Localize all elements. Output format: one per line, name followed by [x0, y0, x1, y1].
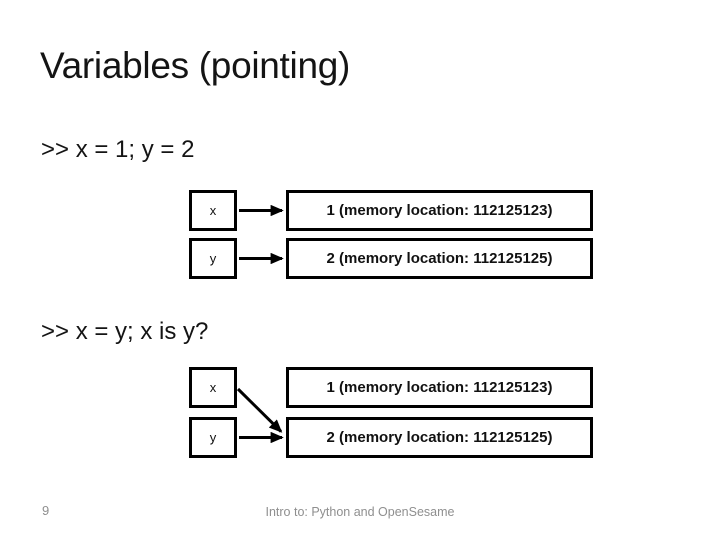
diagram2-value-label-1: 1 (memory location: 112125123) [326, 379, 553, 396]
diagram1-variable-box-x: x [189, 190, 237, 231]
diagram2-variable-label-x: x [209, 380, 217, 395]
diagram1-value-box-1: 1 (memory location: 112125123) [286, 190, 593, 231]
page-number: 9 [42, 503, 50, 518]
diagram2-variable-box-y: y [189, 417, 237, 458]
footer-text: Intro to: Python and OpenSesame [265, 505, 455, 519]
diagram2-variable-box-x: x [189, 367, 237, 408]
diagram2-value-label-2: 2 (memory location: 112125125) [326, 429, 553, 446]
diagram2-value-box-2: 2 (memory location: 112125125) [286, 417, 593, 458]
code-line-1: >> x = 1; y = 2 [41, 136, 195, 163]
diagram1-value-label-1: 1 (memory location: 112125123) [326, 202, 553, 219]
diagram2-value-box-1: 1 (memory location: 112125123) [286, 367, 593, 408]
code-line-2: >> x = y; x is y? [41, 318, 209, 345]
arrow-x-to-value2-icon [236, 387, 283, 433]
diagram1-variable-box-y: y [189, 238, 237, 279]
diagram1-variable-label-y: y [209, 251, 217, 266]
diagram2-variable-label-y: y [209, 430, 217, 445]
diagram1-value-box-2: 2 (memory location: 112125125) [286, 238, 593, 279]
diagram1-variable-label-x: x [209, 203, 217, 218]
slide-title: Variables (pointing) [40, 45, 351, 86]
diagram1-value-label-2: 2 (memory location: 112125125) [326, 250, 553, 267]
